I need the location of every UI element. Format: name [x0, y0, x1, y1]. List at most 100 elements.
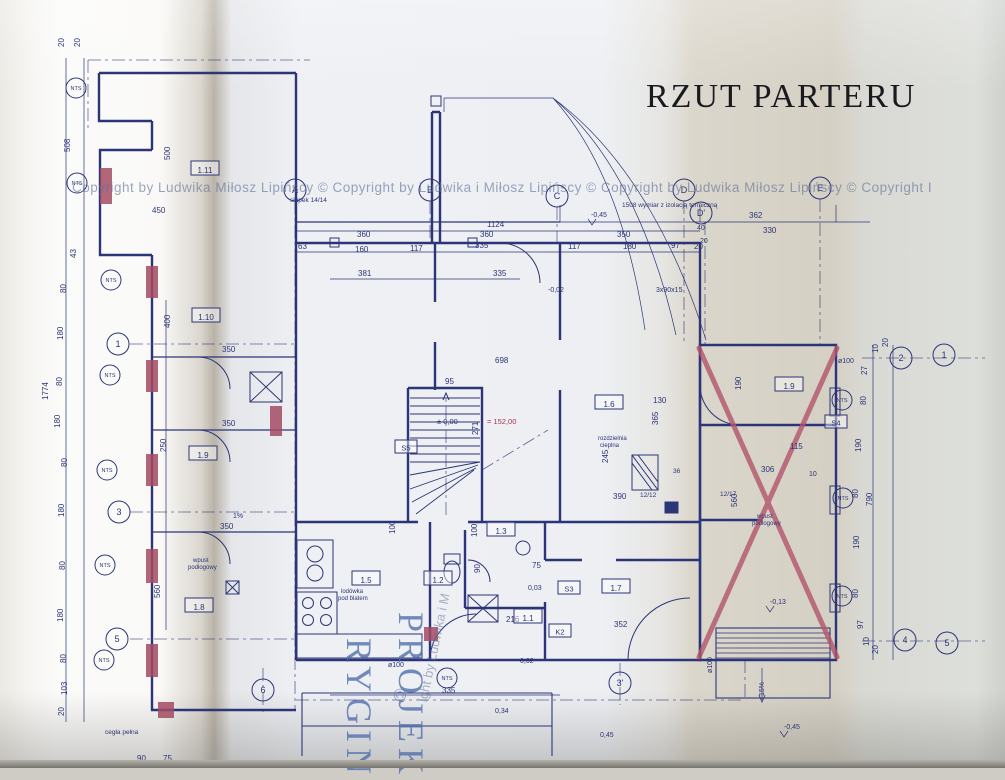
section-marker-label: S5	[401, 444, 410, 453]
porch-post	[467, 237, 478, 248]
dim-label: 335	[475, 241, 489, 250]
axis-marker-label: E	[817, 183, 823, 193]
dim-label: 3x90x15	[656, 287, 683, 294]
room-number: 1.6	[603, 400, 615, 409]
nts-marker-circle	[96, 459, 118, 481]
dim-label: 450	[152, 206, 166, 215]
dim-label: 100	[470, 523, 479, 537]
dim-label: 90	[137, 754, 146, 763]
axis-marker-circle	[608, 671, 632, 695]
nts-marker-circle	[94, 554, 116, 576]
dim-label: 0,03	[528, 585, 542, 592]
dim-label: 1%	[233, 513, 243, 520]
axis-marker-circle	[283, 178, 307, 202]
red-window-mark	[146, 644, 158, 677]
axis-marker-circle	[418, 178, 442, 202]
dim-label: 15%	[759, 682, 766, 696]
dim-label: 1508 wymiar z izolacją termiczną	[622, 202, 718, 209]
room-number: 1.7	[610, 584, 622, 593]
red-door-mark	[270, 406, 282, 436]
red-column-mark	[424, 627, 438, 641]
dim-label: 160	[355, 245, 369, 254]
dim-label: 80	[859, 396, 868, 405]
axis-marker-circle	[935, 631, 959, 655]
dim-label: 180	[56, 326, 65, 340]
room-number-box	[190, 160, 220, 176]
dim-label: 306	[761, 465, 775, 474]
porch-post	[329, 237, 340, 248]
terrace	[301, 627, 831, 756]
nts-marker-label: NTS	[100, 563, 111, 569]
dim-label: 20	[57, 707, 66, 716]
dim-label: ø100	[707, 657, 714, 673]
axis-marker-label: A	[292, 185, 298, 195]
section-marker-label: K2	[555, 628, 564, 637]
dim-label: 508	[63, 138, 72, 152]
dim-label: 115	[790, 442, 803, 451]
dim-label: 40	[697, 225, 705, 232]
dim-label: cegła pełna	[105, 729, 139, 736]
dim-label: 20	[73, 38, 82, 47]
dim-label: ø100	[838, 358, 854, 365]
red-correction-marks	[100, 168, 840, 718]
dim-label: 500	[163, 146, 172, 160]
dim-label: 80	[58, 561, 67, 570]
room-number-box	[423, 570, 453, 586]
axis-marker-circle	[689, 201, 713, 225]
drawing-title: RZUT PARTERU	[646, 78, 917, 115]
axis-marker-label: 3	[116, 507, 121, 517]
dim-label: 20	[871, 645, 880, 654]
section-marker-label: S4	[831, 419, 840, 428]
dim-label: wpust	[756, 514, 773, 520]
axis-marker-circle	[932, 343, 956, 367]
red-window-mark	[146, 549, 158, 583]
copyright-watermark-row: Copyright by Ludwika Miłosz Lipińscy © C…	[72, 180, 933, 195]
dim-label: 80	[851, 589, 860, 598]
kitchen-counter	[296, 633, 423, 659]
dim-label: słupek 14/14	[290, 197, 327, 204]
room-number: 1.10	[198, 313, 214, 322]
stairs	[409, 391, 481, 515]
dim-label: 335	[442, 686, 456, 695]
dim-label: -0,13	[770, 599, 786, 606]
section-marker-box	[824, 414, 848, 429]
nts-marker-circle	[99, 364, 121, 386]
dim-label: 560	[730, 493, 739, 507]
room-number-box	[191, 307, 221, 323]
axis-marker-label: 6	[260, 685, 265, 695]
dim-label: pod blatem	[338, 596, 368, 602]
dim-label: 180	[623, 242, 637, 251]
dim-label: 97	[671, 241, 680, 250]
axis-lines	[87, 59, 985, 712]
nts-marker-circle	[831, 389, 853, 411]
section-marker-box	[394, 439, 418, 454]
dim-label: 362	[749, 211, 763, 220]
dim-label: 1774	[41, 382, 50, 400]
axis-marker-label: 5	[944, 638, 949, 648]
dim-label: ø100	[388, 662, 404, 669]
room-number-box	[594, 394, 624, 410]
dim-label: 36	[673, 468, 681, 475]
axis-marker-circle	[672, 178, 696, 202]
dim-label: 190	[734, 376, 743, 390]
nts-marker-circle	[66, 172, 88, 194]
room-number: 1.3	[495, 527, 507, 536]
nts-marker-label: NTS	[837, 398, 848, 404]
room-number-box	[513, 608, 543, 624]
dim-label: 95	[445, 377, 454, 386]
walls	[97, 71, 838, 712]
dim-label: 10	[871, 344, 880, 353]
floor-drain	[225, 580, 240, 595]
section-marker-box	[548, 623, 572, 638]
dim-label: 0,45	[600, 732, 614, 739]
dim-label: 0,34	[495, 708, 509, 715]
dim-label: 271	[471, 421, 480, 435]
nts-marker-circle	[65, 77, 87, 99]
dim-label: 330	[763, 226, 777, 235]
room-number: 1.8	[193, 603, 205, 612]
dim-label: 20	[694, 242, 703, 251]
dim-label: 400	[163, 314, 172, 328]
